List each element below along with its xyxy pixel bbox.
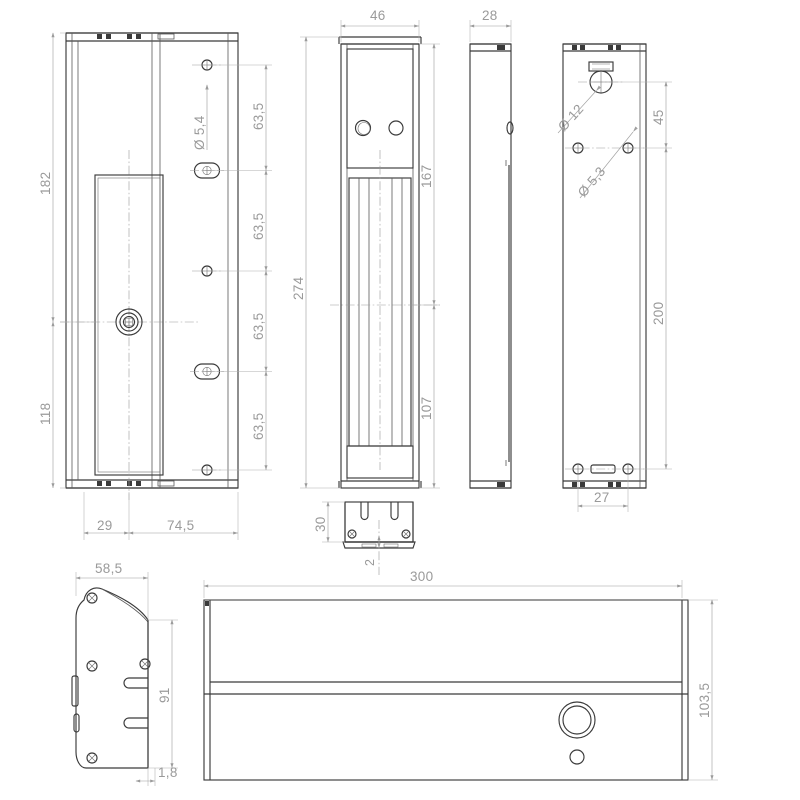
- front-view-hole-left: [354, 119, 372, 137]
- dim-29: 29: [97, 518, 113, 533]
- left-elevation-view: Ø 5,4 182 118 63,5 63,5 63,5 63,5 29 74,…: [38, 32, 272, 540]
- dim-58-5-ext: [75, 572, 149, 620]
- bracket-screw-left: [347, 529, 357, 539]
- dim-74-5: 74,5: [167, 518, 194, 533]
- d53-leader: [579, 126, 638, 199]
- dim-1-8-ext: [147, 768, 156, 786]
- side-view-top-slot: [497, 45, 505, 50]
- dim-200: 200: [651, 302, 666, 325]
- left-view-fold-lines: [71, 33, 229, 488]
- dim-45: 45: [651, 109, 666, 125]
- dim-1-8: 1,8: [158, 765, 178, 780]
- bracket-screw-right: [401, 529, 411, 539]
- profile-screw-right: [139, 658, 151, 670]
- left-view-top-slots: [97, 34, 141, 39]
- side-view-outline: [469, 43, 512, 489]
- front-view-coil-laminations: [358, 178, 403, 446]
- left-view-cylinder-inner: [122, 315, 136, 329]
- plan-view-button-inner: [562, 705, 592, 735]
- dim-46-ext: [340, 20, 420, 42]
- side-elevation-view: 28: [469, 8, 514, 489]
- dim-46: 46: [370, 8, 386, 23]
- dim-167: 167: [419, 165, 434, 188]
- left-view-bottom-cap-slot: [157, 480, 175, 487]
- dim-182-ext: [60, 32, 95, 323]
- dim-63-5-b: 63,5: [251, 213, 266, 240]
- d12-leader: [557, 85, 602, 134]
- left-view-fixing-holes: [190, 59, 224, 476]
- front-view-hole-left-inner: [357, 122, 371, 135]
- dim-27: 27: [594, 490, 610, 505]
- profile-left-connector: [73, 713, 80, 733]
- plan-view-corner-tab: [205, 601, 209, 606]
- left-view-hole-slot-2: [194, 363, 220, 380]
- dim-2: 2: [363, 559, 377, 566]
- plan-view-outline: [203, 599, 689, 781]
- side-view-bottom-slot: [497, 482, 505, 487]
- bracket-slot-left: [360, 502, 369, 521]
- bracket-base-slot-left: [361, 543, 377, 548]
- dim-91: 91: [157, 687, 172, 703]
- dim-30-ext: [322, 501, 345, 543]
- bracket-slot-right: [390, 502, 399, 521]
- dim-30: 30: [313, 516, 328, 532]
- dim-300-ext: [203, 580, 683, 598]
- dim-63-5-d: 63,5: [251, 413, 266, 440]
- dim-28: 28: [482, 8, 498, 23]
- left-view-cylinder-keyway: [125, 318, 133, 326]
- front-view-top-cap: [338, 36, 422, 45]
- dim-hole-diameter-5-4: Ø 5,4: [192, 115, 207, 150]
- left-view-cylinder-mid: [119, 312, 139, 332]
- side-view-button: [506, 121, 514, 135]
- left-view-bottom-slots: [97, 481, 141, 486]
- profile-slot-upper: [123, 677, 148, 689]
- rear-elevation-view: Ø 12 Ø 5,3 45 200 27: [555, 43, 672, 512]
- dim-bottom-left-view: 29 74,5: [83, 492, 239, 540]
- side-view-caps: [470, 43, 511, 489]
- dim-300: 300: [410, 569, 433, 584]
- profile-top-edge: [101, 588, 149, 623]
- plan-view-led: [569, 749, 585, 765]
- plan-view-button-outer: [558, 701, 596, 739]
- front-elevation-view: 46 167 107 274: [291, 8, 440, 489]
- dim-chain-63-5: 63,5 63,5 63,5 63,5: [212, 64, 272, 471]
- plan-view: 300 103,5: [203, 569, 718, 781]
- left-view-top-cap-slot: [157, 33, 175, 40]
- profile-slot-lower: [123, 717, 148, 729]
- profile-section-view: 58,5 91 1,8: [71, 561, 178, 786]
- dim-58-5: 58,5: [95, 561, 122, 576]
- bracket-base-slot-right: [383, 543, 399, 548]
- dim-118: 118: [38, 403, 53, 425]
- left-view-hole-slot-1: [194, 162, 220, 179]
- dim-182: 182: [38, 172, 53, 195]
- front-bottom-bracket-detail: 30 2: [313, 501, 416, 575]
- front-view-bottom-cap: [338, 480, 422, 488]
- profile-screw-top: [86, 592, 98, 604]
- profile-outline: [75, 587, 149, 769]
- profile-left-latch: [71, 675, 79, 707]
- bracket-base-plate: [342, 541, 416, 549]
- front-view-base-block: [346, 445, 414, 479]
- dim-274: 274: [291, 276, 306, 300]
- rear-view-caps: [563, 43, 646, 489]
- profile-screw-left: [86, 660, 98, 672]
- dim-107: 107: [419, 397, 434, 420]
- rear-view-cable-bracket: [588, 61, 614, 72]
- dim-63-5-c: 63,5: [251, 313, 266, 340]
- front-view-hole-right: [388, 120, 404, 136]
- profile-screw-bottom: [86, 752, 98, 764]
- dim-103-5: 103,5: [697, 683, 712, 718]
- left-view-cylinder-outer: [115, 308, 143, 336]
- dim-28-ext: [469, 20, 512, 42]
- rear-view-cap-slots: [572, 45, 621, 487]
- dim-diameter-5-3: Ø 5,3: [575, 164, 609, 200]
- dim-63-5-a: 63,5: [251, 103, 266, 130]
